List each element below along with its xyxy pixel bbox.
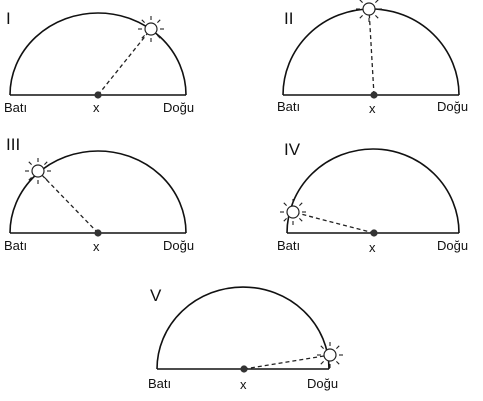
- east-label: Doğu: [307, 376, 338, 391]
- sun-icon: [25, 158, 51, 184]
- east-label: Doğu: [163, 238, 194, 253]
- sight-line: [97, 28, 152, 96]
- panel-label: V: [150, 286, 162, 305]
- observer-label: x: [240, 377, 247, 392]
- east-label: Doğu: [163, 100, 194, 115]
- panel-5: V Batı x Doğu: [148, 286, 343, 392]
- sight-line: [368, 8, 375, 96]
- panel-label: I: [6, 9, 11, 28]
- observer-point-icon: [94, 229, 102, 237]
- panel-label: II: [284, 9, 293, 28]
- sun-icon: [280, 199, 306, 225]
- sky-arc: [9, 150, 187, 234]
- east-label: Doğu: [437, 99, 468, 114]
- sky-arc: [156, 286, 330, 370]
- observer-label: x: [93, 100, 100, 115]
- observer-point-icon: [94, 91, 102, 99]
- panel-2: II Batı x Doğu: [277, 0, 468, 116]
- sun-icon: [356, 0, 382, 22]
- observer-label: x: [93, 239, 100, 254]
- observer-point-icon: [370, 91, 378, 99]
- sky-arc: [9, 12, 187, 96]
- observer-point-icon: [370, 229, 378, 237]
- panel-1: I Batı x Doğu: [4, 9, 194, 115]
- panel-label: III: [6, 135, 20, 154]
- observer-point-icon: [240, 365, 248, 373]
- panel-label: IV: [284, 140, 301, 159]
- sight-line: [37, 170, 99, 234]
- sun-icon: [317, 342, 343, 368]
- sight-line: [292, 211, 375, 234]
- sun-icon: [138, 16, 164, 42]
- west-label: Batı: [277, 99, 300, 114]
- panel-4: IV Batı x Doğu: [277, 140, 468, 255]
- panel-3: III Batı x Doğu: [4, 135, 194, 254]
- observer-label: x: [369, 240, 376, 255]
- west-label: Batı: [4, 238, 27, 253]
- west-label: Batı: [4, 100, 27, 115]
- sky-arc: [286, 148, 460, 234]
- sight-line: [243, 354, 331, 370]
- observer-label: x: [369, 101, 376, 116]
- west-label: Batı: [277, 238, 300, 253]
- west-label: Batı: [148, 376, 171, 391]
- east-label: Doğu: [437, 238, 468, 253]
